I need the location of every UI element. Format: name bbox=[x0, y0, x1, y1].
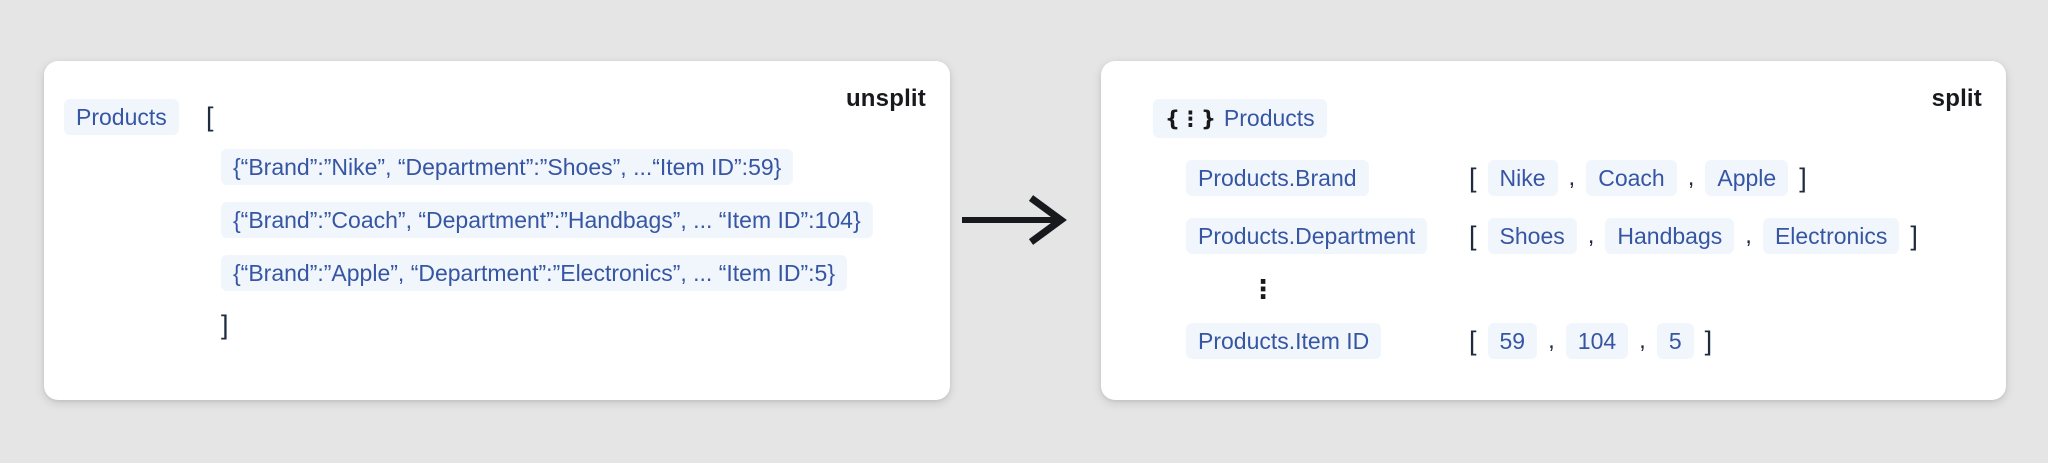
value-separator: , bbox=[1548, 327, 1555, 354]
more-fields-ellipsis-icon: ⋮ bbox=[1250, 275, 1276, 305]
array-open-bracket: [ bbox=[206, 102, 214, 132]
document-rows: {“Brand”:”Nike”, “Department”:”Shoes”, .… bbox=[221, 149, 873, 291]
root-label: Products bbox=[1223, 105, 1315, 131]
field-row-brand: Products.Brand [ Nike , Coach , Apple ] bbox=[1186, 160, 1807, 196]
document-row: {“Brand”:”Coach”, “Department”:”Handbags… bbox=[221, 202, 873, 238]
field-value-chip: Handbags bbox=[1605, 218, 1735, 254]
field-label-column: Products.Brand bbox=[1186, 160, 1469, 196]
field-row-item-id: Products.Item ID [ 59 , 104 , 5 ] bbox=[1186, 323, 1712, 359]
products-field-row: Products bbox=[64, 99, 179, 135]
field-values: [ Shoes , Handbags , Electronics ] bbox=[1469, 218, 1918, 254]
array-open-bracket: [ bbox=[1469, 221, 1477, 251]
field-value-chip: 59 bbox=[1487, 323, 1538, 359]
products-root-row: {⋮} Products bbox=[1153, 99, 1327, 138]
split-braces-icon: {⋮} bbox=[1165, 107, 1216, 131]
field-value-chip: Electronics bbox=[1762, 218, 1900, 254]
right-arrow-icon bbox=[962, 195, 1067, 245]
field-label-column: Products.Item ID bbox=[1186, 323, 1469, 359]
value-separator: , bbox=[1639, 327, 1646, 354]
document-row: {“Brand”:”Nike”, “Department”:”Shoes”, .… bbox=[221, 149, 794, 185]
value-separator: , bbox=[1745, 222, 1752, 249]
field-value-chip: Coach bbox=[1586, 160, 1677, 196]
array-open-bracket: [ bbox=[1469, 163, 1477, 193]
field-values: [ 59 , 104 , 5 ] bbox=[1469, 323, 1712, 359]
unsplit-card: unsplit Products [ {“Brand”:”Nike”, “Dep… bbox=[44, 61, 950, 400]
field-label-chip: Products.Brand bbox=[1186, 160, 1369, 196]
array-close-bracket: ] bbox=[1704, 326, 1713, 356]
unsplit-label: unsplit bbox=[845, 85, 926, 112]
field-value-chip: Nike bbox=[1487, 160, 1558, 196]
field-label-column: Products.Department bbox=[1186, 218, 1469, 254]
field-value-chip: Shoes bbox=[1487, 218, 1577, 254]
field-label-chip: Products.Department bbox=[1186, 218, 1428, 254]
field-value-chip: 5 bbox=[1656, 323, 1694, 359]
products-field-chip: Products bbox=[64, 99, 179, 135]
field-value-chip: Apple bbox=[1705, 160, 1789, 196]
array-close-bracket: ] bbox=[221, 310, 229, 340]
field-value-chip: 104 bbox=[1565, 323, 1629, 359]
array-close-bracket: ] bbox=[1799, 163, 1807, 193]
value-separator: , bbox=[1568, 164, 1576, 191]
field-values: [ Nike , Coach , Apple ] bbox=[1469, 160, 1807, 196]
products-root-chip: {⋮} Products bbox=[1153, 99, 1327, 138]
split-label: split bbox=[1931, 85, 1982, 112]
split-card: split {⋮} Products Products.Brand [ Nike … bbox=[1101, 61, 2006, 400]
array-close-bracket: ] bbox=[1910, 221, 1918, 251]
value-separator: , bbox=[1687, 164, 1695, 191]
document-row: {“Brand”:”Apple”, “Department”:”Electron… bbox=[221, 255, 848, 291]
value-separator: , bbox=[1587, 222, 1595, 249]
field-label-chip: Products.Item ID bbox=[1186, 323, 1382, 359]
field-row-department: Products.Department [ Shoes , Handbags ,… bbox=[1186, 218, 1918, 254]
array-open-bracket: [ bbox=[1469, 326, 1477, 356]
